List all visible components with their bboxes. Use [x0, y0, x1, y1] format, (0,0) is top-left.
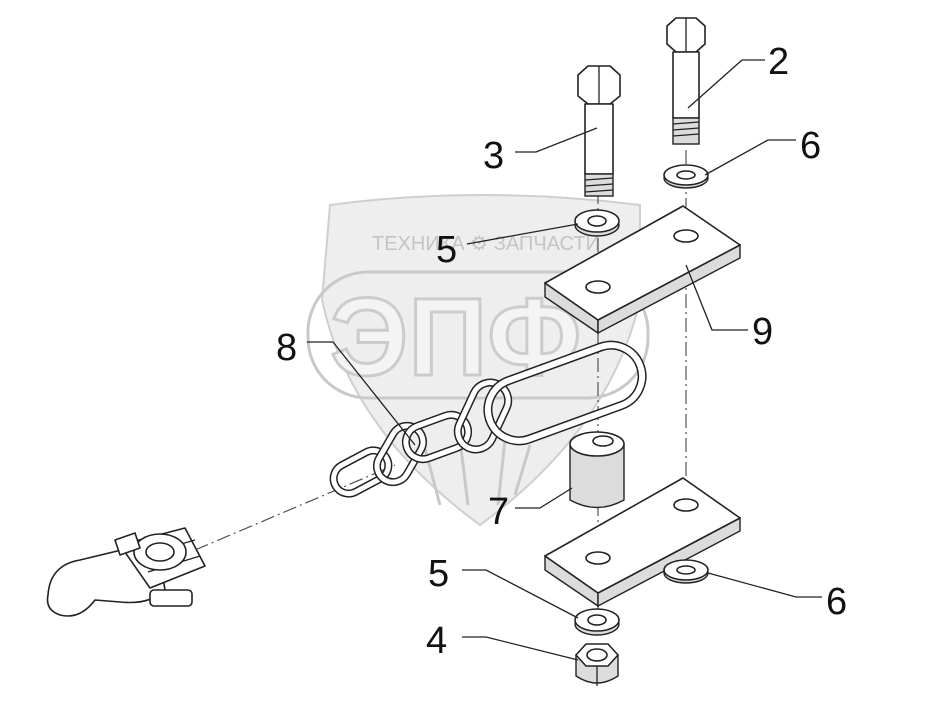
callout-labels: 2 3 6 5 9 8 7 5 6 4 — [276, 41, 847, 662]
washer-5-bottom — [574, 608, 620, 636]
callout-4: 4 — [426, 620, 447, 662]
callout-6-top: 6 — [800, 125, 821, 167]
washer-6-bottom — [663, 559, 709, 584]
callout-3: 3 — [483, 135, 504, 177]
callout-5-bottom: 5 — [428, 553, 449, 595]
washer-6-top — [663, 164, 709, 189]
bolt-2 — [666, 17, 706, 145]
bushing-7 — [569, 431, 625, 509]
bolt-3 — [577, 65, 621, 197]
hook — [46, 527, 206, 617]
callout-7: 7 — [488, 491, 509, 533]
leader-lines — [307, 59, 822, 661]
chain-8 — [329, 340, 647, 498]
nut-4 — [575, 643, 619, 686]
watermark-logo: ЭПФ — [330, 276, 581, 399]
plate-bottom — [544, 477, 741, 608]
callout-6-bottom: 6 — [826, 581, 847, 623]
callout-5-top: 5 — [436, 229, 457, 271]
plate-9 — [544, 205, 741, 335]
washer-5-top — [574, 209, 620, 237]
watermark-text: ТЕХНИКА ⚙ ЗАПЧАСТИ — [372, 233, 600, 255]
callout-8: 8 — [276, 327, 297, 369]
callout-9: 9 — [752, 311, 773, 353]
callout-2: 2 — [768, 41, 789, 83]
